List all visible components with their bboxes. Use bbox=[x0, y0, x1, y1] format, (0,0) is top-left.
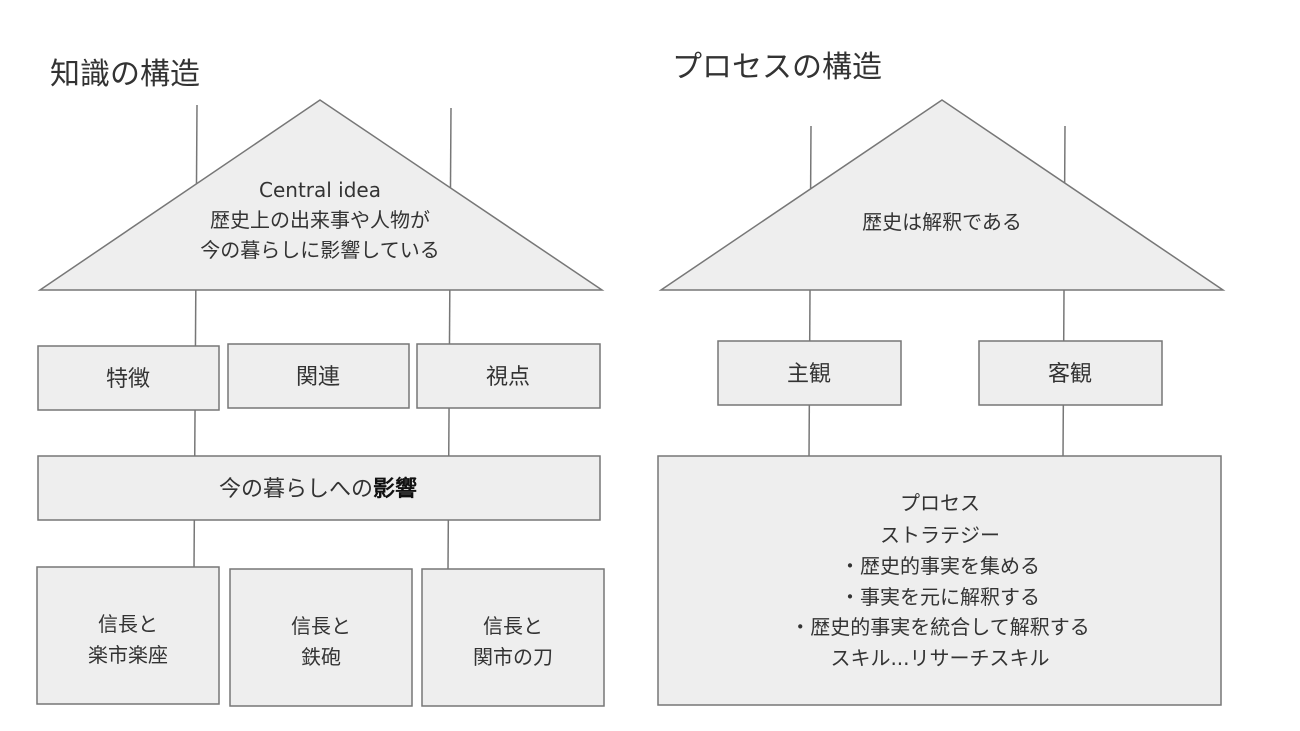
fact-line-2: 楽市楽座 bbox=[88, 643, 168, 667]
concept-label: 関連 bbox=[296, 365, 340, 390]
process-central-idea: 歴史は解釈である bbox=[862, 210, 1022, 234]
impact-label-bold: 影響 bbox=[373, 476, 417, 502]
right-post-2 bbox=[1062, 125, 1066, 459]
right-roof bbox=[658, 99, 1226, 291]
right-post-1 bbox=[808, 125, 812, 459]
fact-line-2: 関市の刀 bbox=[473, 645, 553, 669]
central-idea-label: Central idea bbox=[259, 178, 381, 202]
knowledge-structure-title: 知識の構造 bbox=[50, 57, 200, 92]
central-idea-line-2: 歴史上の出来事や人物が bbox=[210, 208, 430, 232]
fact-box-seki-sword: 信長と 関市の刀 bbox=[421, 568, 605, 707]
impact-label-normal: 今の暮らしへの bbox=[219, 477, 373, 502]
concept-box-relation: 関連 bbox=[227, 343, 410, 409]
process-line-5: ・歴史的事実を統合して解釈する bbox=[790, 615, 1089, 639]
process-line-4: ・事実を元に解釈する bbox=[840, 585, 1040, 609]
concept-label: 視点 bbox=[486, 365, 530, 390]
process-line-6: スキル...リサーチスキル bbox=[830, 646, 1049, 670]
objective-label: 客観 bbox=[1048, 362, 1092, 387]
concept-label: 特徴 bbox=[106, 367, 150, 392]
process-line-2: ストラテジー bbox=[880, 523, 1000, 547]
impact-box: 今の暮らしへの影響 bbox=[37, 455, 601, 521]
objective-box: 客観 bbox=[978, 340, 1163, 406]
process-box: プロセス ストラテジー ・歴史的事実を集める ・事実を元に解釈する ・歴史的事実… bbox=[657, 455, 1222, 706]
fact-box-gun: 信長と 鉄砲 bbox=[229, 568, 413, 707]
fact-line-1: 信長と bbox=[98, 612, 158, 636]
central-idea-line-3: 今の暮らしに影響している bbox=[200, 238, 439, 262]
fact-line-1: 信長と bbox=[483, 614, 543, 638]
subjective-box: 主観 bbox=[717, 340, 902, 406]
fact-line-2: 鉄砲 bbox=[301, 645, 341, 669]
process-structure-title: プロセスの構造 bbox=[672, 50, 882, 85]
fact-box-rakuichi: 信長と 楽市楽座 bbox=[36, 566, 220, 705]
process-line-3: ・歴史的事実を集める bbox=[840, 554, 1040, 578]
concept-box-features: 特徴 bbox=[37, 345, 220, 411]
fact-line-1: 信長と bbox=[291, 614, 351, 638]
impact-label: 今の暮らしへの影響 bbox=[219, 476, 417, 502]
concept-box-perspective: 視点 bbox=[416, 343, 601, 409]
process-line-1: プロセス bbox=[900, 491, 980, 515]
left-roof bbox=[37, 99, 605, 291]
subjective-label: 主観 bbox=[787, 362, 831, 387]
